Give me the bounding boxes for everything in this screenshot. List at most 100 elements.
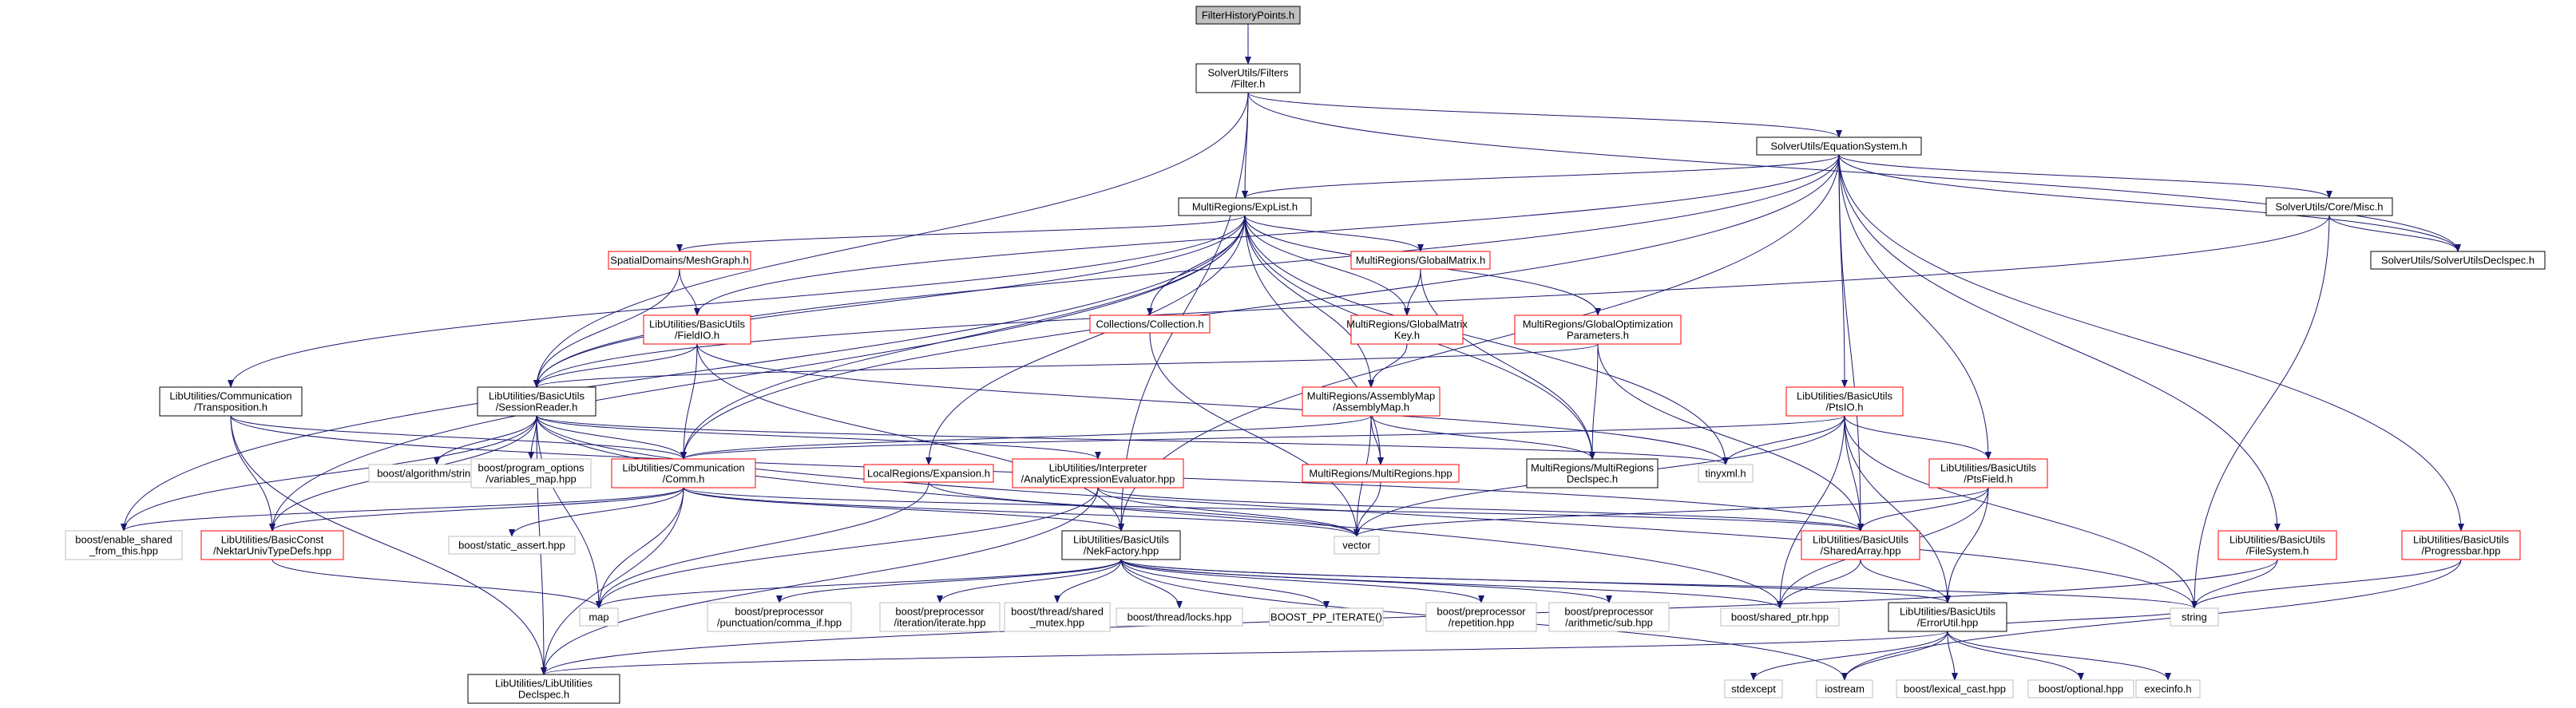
graph-node-coremisc[interactable]: SolverUtils/Core/Misc.h [2265, 197, 2393, 216]
node-label: Declspec.h [518, 689, 569, 701]
node-label: MultiRegions/ExpList.h [1192, 201, 1298, 213]
node-label: /PtsIO.h [1826, 401, 1864, 413]
graph-node-map: map [579, 607, 619, 627]
dependency-edge [683, 487, 1360, 537]
node-box [579, 607, 619, 627]
node-box [1785, 386, 1904, 417]
node-box [1350, 314, 1464, 345]
graph-node-sharedptr: boost/shared_ptr.hpp [1720, 607, 1840, 627]
dependency-edge [1120, 559, 1183, 609]
node-label: boost/static_assert.hpp [458, 540, 565, 552]
dependency-edge [1244, 215, 1410, 316]
node-label: LibUtilities/BasicUtils [1940, 462, 2036, 474]
dependency-edge [533, 92, 1249, 388]
dependency-edge [1370, 415, 1384, 465]
node-box [65, 530, 183, 560]
dependency-edge [121, 215, 1246, 532]
graph-node-solverutilsdeclspec[interactable]: SolverUtils/SolverUtilsDeclspec.h [2370, 251, 2546, 270]
dependency-edge [1370, 415, 1595, 460]
dependency-edge [541, 487, 684, 675]
graph-node-ppiterate: BOOST_PP_ITERATE() [1269, 607, 1384, 627]
node-label: BOOST_PP_ITERATE() [1270, 611, 1382, 623]
dependency-edge [533, 268, 680, 388]
node-label: SolverUtils/EquationSystem.h [1770, 140, 1907, 152]
graph-node-string: string [2170, 607, 2219, 627]
graph-node-transposition[interactable]: LibUtilities/Communication/Transposition… [159, 386, 303, 417]
node-label: LibUtilities/BasicConst [221, 534, 324, 546]
node-label: MultiRegions/GlobalMatrix.h [1356, 255, 1486, 267]
dependency-edge [2328, 215, 2461, 252]
node-label: _from_this.hpp [89, 545, 158, 557]
dependency-edge [1353, 481, 1381, 537]
dependency-edge [1777, 559, 1861, 609]
graph-node-multiregionshpp[interactable]: MultiRegions/MultiRegions.hpp [1302, 464, 1460, 483]
graph-node-sharedarray[interactable]: LibUtilities/BasicUtils/SharedArray.hpp [1801, 530, 1920, 560]
node-label: FilterHistoryPoints.h [1202, 10, 1294, 22]
dependency-edge [1120, 559, 2198, 609]
graph-node-meshgraph[interactable]: SpatialDomains/MeshGraph.h [608, 251, 751, 270]
dependency-edge [1118, 154, 1840, 532]
graph-node-errorutil[interactable]: LibUtilities/BasicUtils/ErrorUtil.hpp [1888, 602, 2007, 632]
dependency-edge [925, 215, 1246, 465]
dependency-edge [1420, 268, 1595, 460]
graph-node-filter[interactable]: SolverUtils/Filters/Filter.h [1195, 63, 1301, 93]
graph-node-comm[interactable]: LibUtilities/Communication/Comm.h [611, 458, 756, 488]
node-label: boost/program_options [478, 462, 585, 474]
dependency-edge [1838, 154, 2281, 532]
dependency-edge [541, 631, 1948, 675]
node-box [611, 458, 756, 488]
graph-node-ptsfield[interactable]: LibUtilities/BasicUtils/PtsField.h [1928, 458, 2048, 488]
dependency-edge [541, 487, 1099, 675]
node-box [1724, 679, 1783, 698]
graph-node-stdexcept: stdexcept [1724, 679, 1783, 698]
graph-node-interpreter[interactable]: LibUtilities/Interpreter/AnalyticExpress… [1012, 458, 1184, 488]
dependency-edge [1860, 559, 1951, 603]
node-box [643, 314, 751, 345]
dependency-edge [679, 268, 700, 316]
dependency-edge [1054, 559, 1122, 603]
node-label: Parameters.h [1567, 330, 1629, 342]
graph-node-iostream: iostream [1816, 679, 1873, 698]
dependency-edge [536, 415, 1783, 609]
graph-node-filesystem[interactable]: LibUtilities/BasicUtils/FileSystem.h [2217, 530, 2337, 560]
dependency-edge [1947, 631, 2171, 681]
dependency-edge [541, 559, 2278, 675]
dependency-edge [596, 487, 1099, 609]
graph-node-globalmatrix[interactable]: MultiRegions/GlobalMatrix.h [1350, 251, 1491, 270]
node-box [1816, 679, 1873, 698]
dependency-edge [1838, 154, 2461, 252]
node-label: /repetition.hpp [1449, 617, 1514, 629]
graph-node-progressbar[interactable]: LibUtilities/BasicUtils/Progressbar.hpp [2401, 530, 2521, 560]
graph-node-nekfactory[interactable]: LibUtilities/BasicUtils/NekFactory.hpp [1061, 530, 1181, 560]
graph-node-explist[interactable]: MultiRegions/ExpList.h [1178, 197, 1312, 216]
dependency-edge [536, 415, 2198, 609]
node-label: MultiRegions/MultiRegions.hpp [1309, 468, 1452, 480]
graph-node-filterhistorypoints[interactable]: FilterHistoryPoints.h [1195, 6, 1301, 25]
node-label: execinfo.h [2144, 683, 2191, 695]
dependency-edge [680, 215, 1246, 460]
graph-node-locks: boost/thread/locks.hpp [1116, 607, 1243, 627]
dependency-edge [2191, 215, 2330, 609]
graph-node-sessionreader[interactable]: LibUtilities/BasicUtils/SessionReader.h [477, 386, 596, 417]
node-box [608, 251, 751, 270]
graph-node-globaloptim[interactable]: MultiRegions/GlobalOptimizationParameter… [1514, 314, 1682, 345]
node-label: boost/shared_ptr.hpp [1731, 611, 1829, 623]
graph-node-ptsio[interactable]: LibUtilities/BasicUtils/PtsIO.h [1785, 386, 1904, 417]
node-label: /iteration/iterate.hpp [894, 617, 986, 629]
graph-node-basicconst[interactable]: LibUtilities/BasicConst/NektarUnivTypeDe… [200, 530, 344, 560]
graph-node-collection[interactable]: Collections/Collection.h [1089, 314, 1211, 334]
graph-node-optional: boost/optional.hpp [2027, 679, 2134, 698]
dependency-edge [1722, 415, 1845, 465]
graph-node-assemblymap[interactable]: MultiRegions/AssemblyMap/AssemblyMap.h [1302, 386, 1441, 417]
dependency-edge [776, 559, 1122, 603]
node-box [1195, 63, 1301, 93]
node-label: SolverUtils/SolverUtilsDeclspec.h [2381, 255, 2534, 267]
graph-node-localexpansion[interactable]: LocalRegions/Expansion.h [863, 464, 994, 483]
graph-node-fieldio[interactable]: LibUtilities/BasicUtils/FieldIO.h [643, 314, 751, 345]
graph-node-equationsystem[interactable]: SolverUtils/EquationSystem.h [1756, 136, 1922, 156]
node-layer: FilterHistoryPoints.hSolverUtils/Filters… [65, 6, 2546, 704]
